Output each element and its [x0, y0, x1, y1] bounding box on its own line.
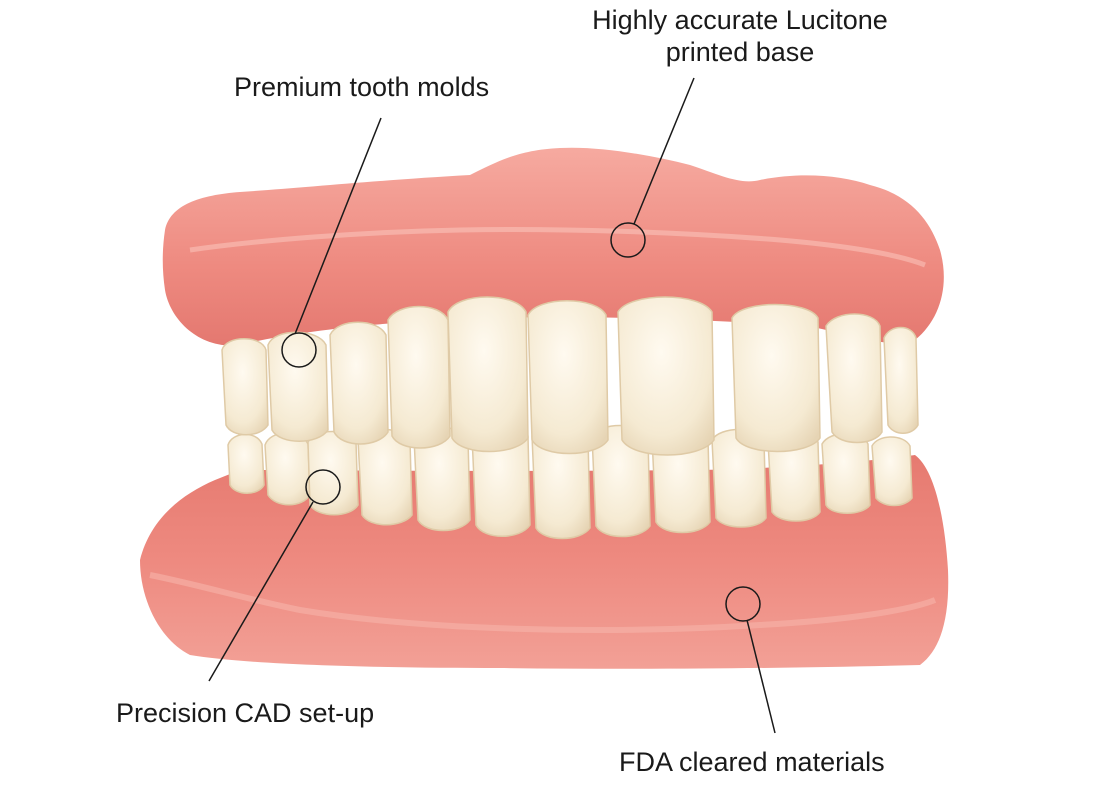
callout-label-printed-base: Highly accurate Lucitone printed base	[560, 4, 920, 68]
callout-label-printed-base-line2: printed base	[665, 37, 815, 67]
leader-line-base	[633, 77, 695, 225]
leader-line-fda	[746, 619, 776, 734]
upper-gum-base	[162, 147, 944, 346]
lower-teeth	[227, 424, 913, 540]
leader-line-cad	[208, 501, 314, 682]
leader-line-molds	[294, 117, 382, 335]
callout-label-cad-setup: Precision CAD set-up	[116, 698, 375, 728]
callout-circle-cad	[305, 469, 341, 505]
callout-label-printed-base-line1: Highly accurate Lucitone	[592, 5, 888, 35]
upper-teeth	[221, 296, 919, 456]
callout-label-fda-materials: FDA cleared materials	[619, 747, 885, 777]
callout-label-tooth-molds: Premium tooth molds	[234, 72, 490, 102]
leader-lines	[208, 77, 776, 734]
callout-circle-base	[610, 222, 646, 258]
callout-circle-fda	[725, 586, 761, 622]
callout-circle-molds	[281, 332, 317, 368]
